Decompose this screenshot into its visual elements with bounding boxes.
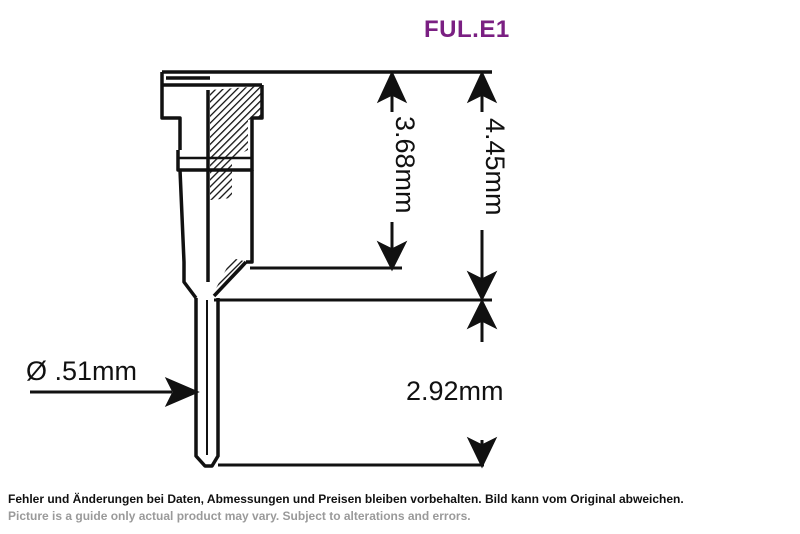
arrow-down-icon	[466, 270, 498, 302]
disclaimer-english: Picture is a guide only actual product m…	[8, 509, 471, 523]
dimension-label-pin-diameter: Ø .51mm	[26, 356, 138, 386]
part-number-title: FUL.E1	[424, 16, 510, 43]
hatched-bore	[210, 86, 262, 292]
arrow-down-icon	[466, 436, 498, 469]
dimension-label-pin-length: 2.92mm	[406, 376, 504, 406]
arrow-up-icon	[466, 298, 498, 330]
arrow-right-icon	[164, 377, 200, 407]
dimension-lines	[30, 70, 498, 469]
arrow-down-icon	[376, 240, 408, 272]
dimension-label-total-length: 4.45mm	[480, 118, 510, 216]
disclaimer-german: Fehler und Änderungen bei Daten, Abmessu…	[8, 492, 684, 506]
arrow-up-icon	[466, 70, 498, 104]
arrow-up-icon	[376, 70, 408, 104]
dimension-label-inner-length: 3.68mm	[390, 116, 420, 214]
